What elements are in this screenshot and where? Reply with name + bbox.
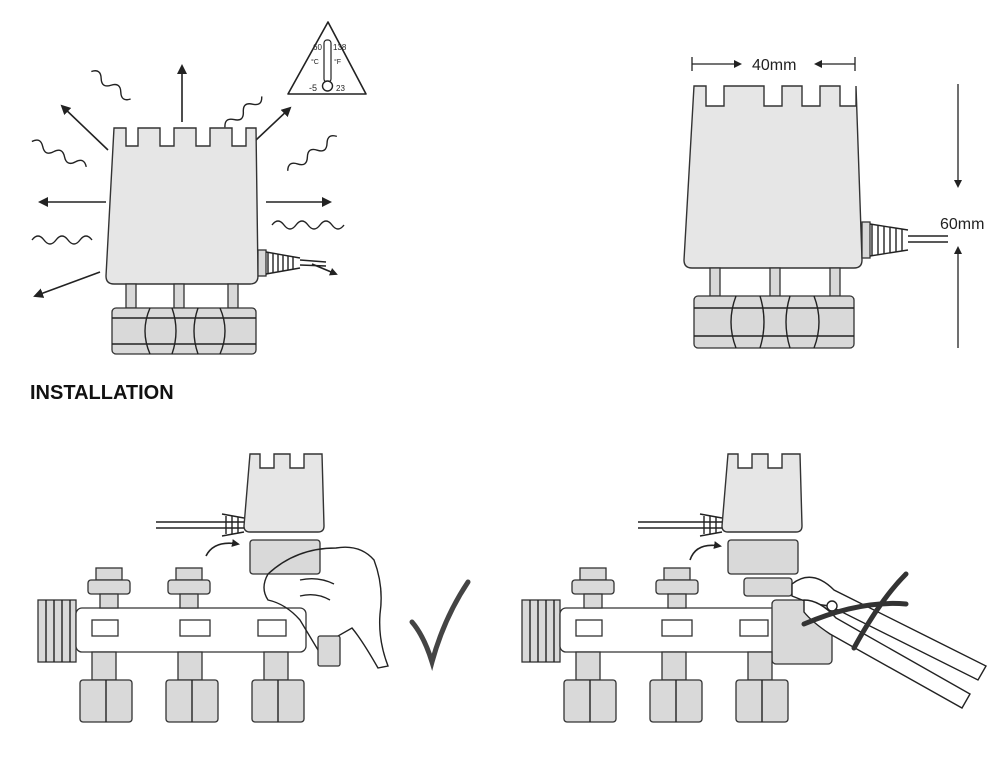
check-mark-icon bbox=[409, 579, 471, 671]
cross-mark-icon bbox=[801, 571, 909, 651]
fahrenheit-low-label: 23 bbox=[336, 84, 345, 93]
section-heading: INSTALLATION bbox=[30, 382, 174, 404]
fahrenheit-unit-label: °F bbox=[334, 58, 341, 66]
height-dimension-label: 60mm bbox=[940, 216, 984, 233]
width-dimension-label: 40mm bbox=[752, 57, 796, 74]
temperature-range-icon: 60 138 °C °F -5 23 bbox=[287, 21, 367, 95]
correct-installation-illustration bbox=[37, 453, 471, 723]
actuator-heat-illustration: 60 138 °C °F -5 23 bbox=[31, 21, 367, 355]
heat-arrows bbox=[33, 64, 338, 298]
pliers-icon bbox=[791, 576, 987, 709]
actuator-body-left bbox=[105, 127, 327, 355]
celsius-low-label: -5 bbox=[309, 83, 317, 93]
actuator-dimensions-illustration: 40mm 60mm bbox=[683, 57, 984, 349]
heat-wave-lines bbox=[31, 70, 345, 245]
fahrenheit-high-label: 138 bbox=[333, 43, 347, 52]
celsius-unit-label: °C bbox=[311, 58, 319, 66]
celsius-high-label: 60 bbox=[313, 43, 322, 52]
incorrect-installation-illustration bbox=[521, 453, 987, 723]
